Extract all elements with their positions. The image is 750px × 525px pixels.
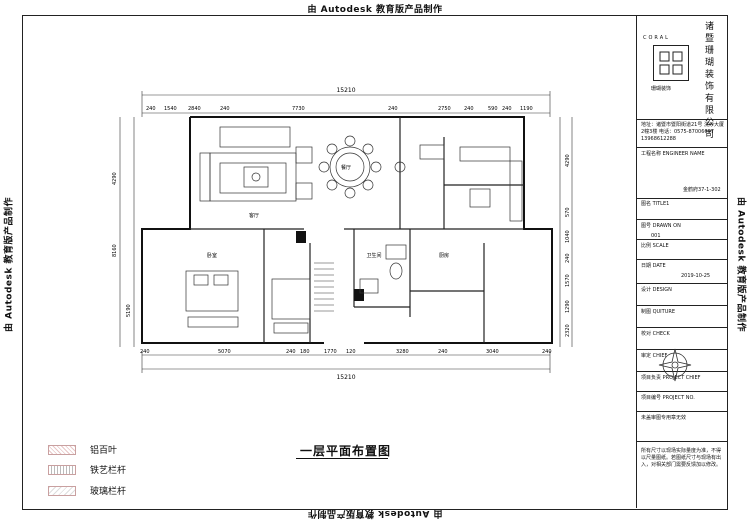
left-dim: 8160 xyxy=(112,244,118,257)
top-dim: 240 xyxy=(388,106,398,112)
tb-row-drafting: 制图 QUITURE xyxy=(637,305,727,328)
top-total-dim: 15210 xyxy=(336,87,355,94)
right-dim: 2320 xyxy=(565,324,571,337)
logo-text-en: CORAL xyxy=(643,35,670,41)
top-dim: 1540 xyxy=(164,106,177,112)
project-box: 工程名称 ENGINEER NAME 金鹤府37-1-302 xyxy=(637,147,727,199)
interior-walls xyxy=(190,117,524,343)
right-dim: 1290 xyxy=(565,300,571,313)
sofa-set xyxy=(199,126,313,202)
louver-swatch xyxy=(48,445,76,455)
tb-row-project-chief: 项目负责 PROJECT CHIEF xyxy=(637,371,727,392)
tb-row-project-no: 项目编号 PROJECT NO. xyxy=(637,391,727,412)
bottom-dim: 3280 xyxy=(396,349,409,355)
glass-railing-swatch xyxy=(48,486,76,496)
watermark-top: 由 Autodesk 教育版产品制作 xyxy=(307,5,443,15)
top-dim: 240 xyxy=(502,106,512,112)
plan-title: 一层平面布置图 xyxy=(300,444,392,458)
top-dim: 2840 xyxy=(188,106,201,112)
right-dim: 570 xyxy=(565,207,571,217)
company-name: 诸暨珊瑚装饰有限公司 xyxy=(705,22,715,140)
top-dim: 590 xyxy=(488,106,498,112)
room-label: 厨房 xyxy=(439,252,449,259)
staircase xyxy=(314,262,334,312)
room-label: 餐厅 xyxy=(341,164,351,171)
bottom-dim: 120 xyxy=(346,349,356,355)
legend-label: 铁艺栏杆 xyxy=(90,466,127,476)
tb-row-title: 图名 TITLE1 xyxy=(637,197,727,220)
legend-label: 铝百叶 xyxy=(90,446,118,456)
bottom-dim: 5070 xyxy=(218,349,231,355)
bottom-dim: 1770 xyxy=(324,349,337,355)
floor-plan-drawing: 15210 240 1540 2840 240 7730 240 2750 24… xyxy=(112,87,573,381)
bottom-dim: 240 xyxy=(438,349,448,355)
company-address: 地址：诸暨市暨阳街道21号 浣纱大厦2幢3楼 电话：0575-87006697 … xyxy=(641,122,724,142)
bottom-dim: 240 xyxy=(286,349,296,355)
compass-ornament-icon xyxy=(658,348,692,382)
top-dim: 240 xyxy=(464,106,474,112)
bottom-dim: 3040 xyxy=(486,349,499,355)
tb-row-design: 设计 DESIGN xyxy=(637,283,727,306)
room-label: 客厅 xyxy=(249,212,259,219)
tb-row-scale: 比例 SCALE xyxy=(637,239,727,260)
sheet-border xyxy=(22,15,728,510)
logo-mark-icon xyxy=(659,51,683,75)
floor-plan: 15210 240 1540 2840 240 7730 240 2750 24… xyxy=(24,17,636,506)
right-dim: 1570 xyxy=(565,274,571,287)
bottom-total-dim: 15210 xyxy=(336,374,355,381)
bathroom-fixtures xyxy=(359,244,407,294)
iron-railing-swatch xyxy=(48,465,76,475)
bottom-dim: 240 xyxy=(140,349,150,355)
tb-row-check: 校对 CHECK xyxy=(637,327,727,350)
top-dim: 1190 xyxy=(520,106,533,112)
bottom-dim: 240 xyxy=(542,349,552,355)
tb-row-chief: 审定 CHIEF xyxy=(637,349,727,372)
top-dim: 7730 xyxy=(292,106,305,112)
column xyxy=(296,231,306,243)
left-dim: 4290 xyxy=(112,172,118,185)
general-note: 所有尺寸以现场实际量度为准，不得以尺量图纸。若图纸尺寸与现场有出入，对相关部门需… xyxy=(641,448,722,468)
top-dim: 240 xyxy=(146,106,156,112)
top-dim: 240 xyxy=(220,106,230,112)
watermark-right: 由 Autodesk 教育版产品制作 xyxy=(735,196,746,332)
dining-table xyxy=(318,135,382,199)
legend-label: 玻璃栏杆 xyxy=(90,487,127,497)
left-dim: 5190 xyxy=(126,304,132,317)
right-dim: 4290 xyxy=(565,154,571,167)
project-label: 工程名称 ENGINEER NAME xyxy=(641,151,705,157)
bottom-dim: 180 xyxy=(300,349,310,355)
bedroom-furniture xyxy=(185,270,311,334)
watermark-left: 由 Autodesk 教育版产品制作 xyxy=(4,197,15,333)
plan-title-underline xyxy=(296,458,388,459)
logo-box: CORAL 珊瑚装饰 诸暨珊瑚装饰有限公司 xyxy=(637,15,727,140)
logo-text-cn: 珊瑚装饰 xyxy=(651,86,672,92)
kitchen-cabinets xyxy=(394,144,523,222)
tb-row-stamp-note: 未盖审图专用章无效 xyxy=(637,411,727,442)
column xyxy=(354,289,364,301)
room-label: 卫生间 xyxy=(366,252,381,259)
exterior-walls xyxy=(141,116,553,344)
project-name: 金鹤府37-1-302 xyxy=(683,187,721,193)
company-logo xyxy=(653,45,689,81)
top-dim: 2750 xyxy=(438,106,451,112)
right-dim: 1040 xyxy=(565,230,571,243)
right-dim: 240 xyxy=(565,253,571,263)
title-block: CORAL 珊瑚装饰 诸暨珊瑚装饰有限公司 地址：诸暨市暨阳街道21号 浣纱大厦… xyxy=(636,15,727,508)
room-label: 卧室 xyxy=(207,252,217,259)
